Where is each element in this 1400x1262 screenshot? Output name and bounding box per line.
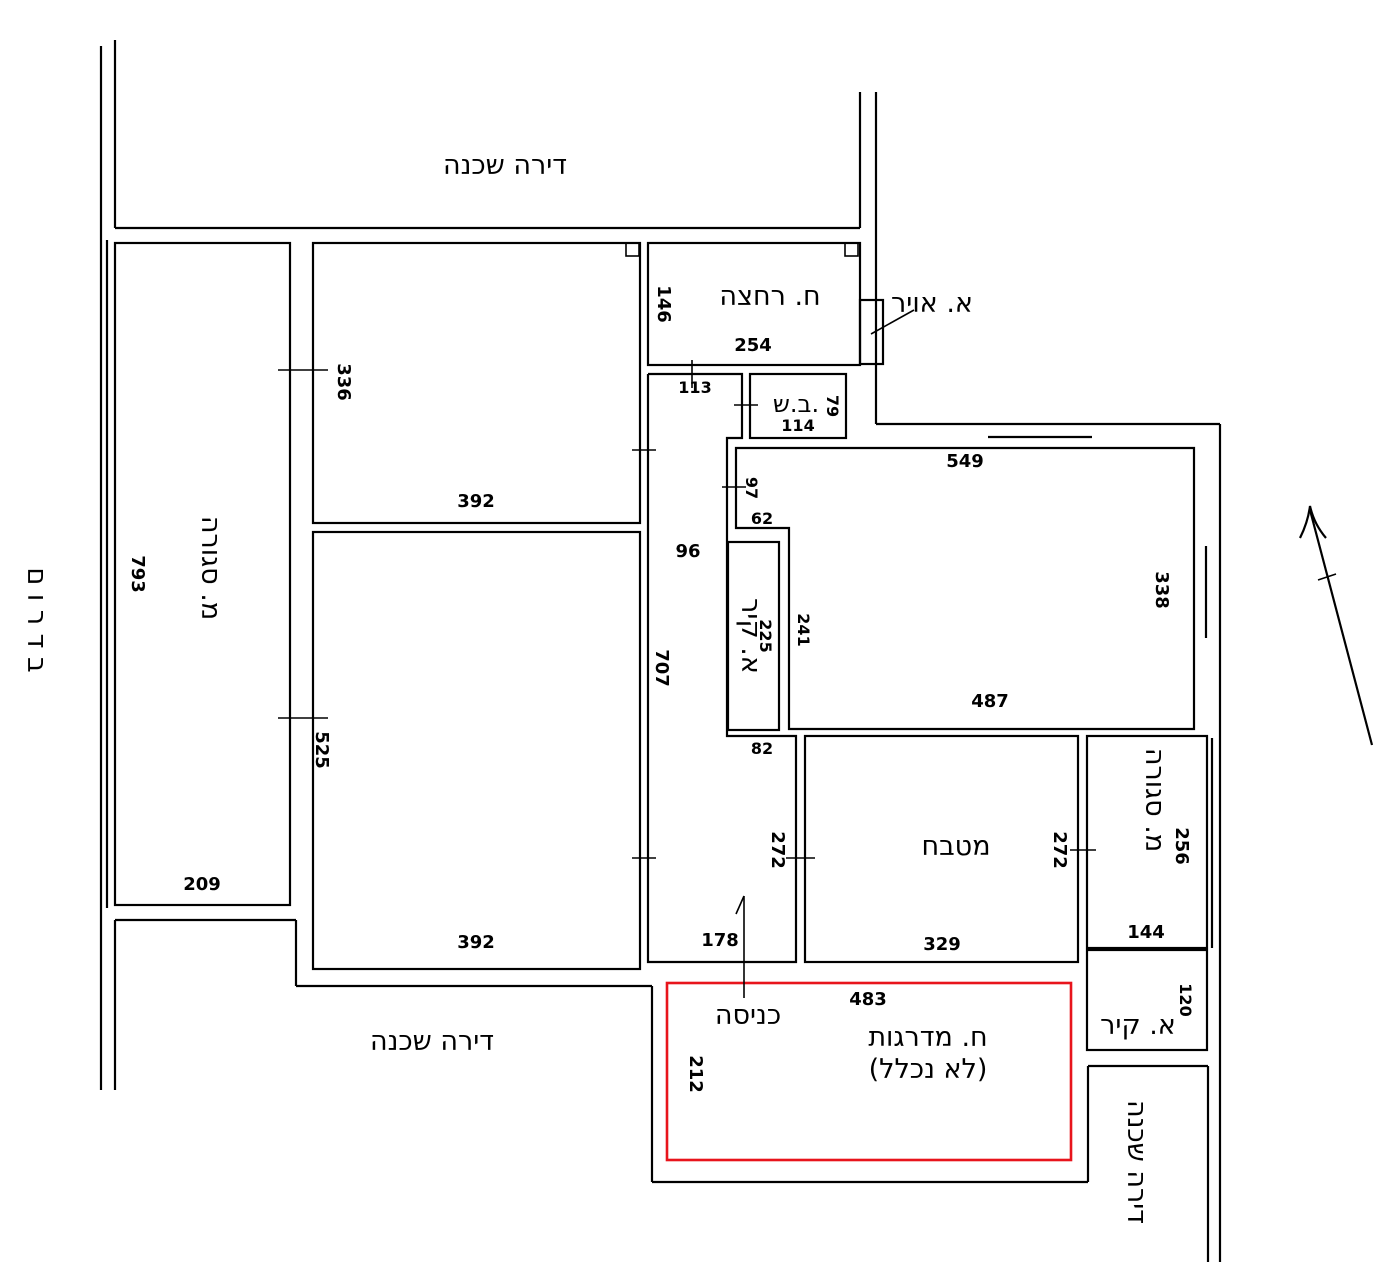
- dim-79: 79: [823, 395, 842, 417]
- dim-272-right: 272: [1049, 831, 1070, 869]
- neighbor-bottom-label: דירה שכנה: [370, 1026, 494, 1057]
- dim-329: 329: [923, 934, 961, 955]
- hallway: [646, 372, 798, 964]
- stairwell-label: ח. מדרגות: [868, 1022, 987, 1053]
- living-room: [311, 530, 642, 971]
- dim-225: 225: [756, 619, 775, 652]
- wall-space-mid-label: א. קיר: [735, 598, 766, 674]
- wc-room: [748, 372, 848, 440]
- bathroom-label: ח. רחצה: [719, 281, 820, 312]
- dim-96: 96: [675, 541, 700, 562]
- air-space-label: א. אויר: [891, 288, 973, 319]
- dim-392-bottom: 392: [457, 932, 495, 953]
- right-balcony-room: [1085, 734, 1209, 950]
- dim-146: 146: [653, 285, 674, 323]
- dim-113: 113: [678, 378, 711, 397]
- dim-82: 82: [751, 739, 773, 758]
- north-arrow-icon: [1299, 505, 1374, 746]
- door-ticks: [278, 309, 1096, 998]
- side-label: ב ד ר ו ם: [21, 567, 52, 672]
- dim-241: 241: [794, 613, 813, 646]
- dim-487: 487: [971, 691, 1009, 712]
- dim-272-left: 272: [767, 831, 788, 869]
- dim-256: 256: [1171, 827, 1192, 865]
- entrance-label: כניסה: [715, 1000, 781, 1031]
- dim-525: 525: [311, 731, 332, 769]
- wall-space-bottom-room: [1085, 948, 1209, 1052]
- dim-392-top: 392: [457, 491, 495, 512]
- air-shaft: [858, 298, 885, 366]
- left-balcony-room: [113, 241, 292, 907]
- left-balcony-label: מ. סגורה: [195, 516, 226, 620]
- dim-62: 62: [751, 509, 773, 528]
- wall-space-bottom-label: א. קיר: [1100, 1010, 1176, 1041]
- kitchen-room: [803, 734, 1080, 964]
- neighbor-top-label: דירה שכנה: [443, 150, 567, 181]
- dim-549: 549: [946, 451, 984, 472]
- neighbor-right-label: דירה שכנה: [1121, 1100, 1152, 1224]
- rooms: [113, 241, 1209, 1162]
- dim-178: 178: [701, 930, 739, 951]
- dim-483: 483: [849, 989, 887, 1010]
- dim-793: 793: [127, 555, 148, 593]
- bedroom-right: [734, 446, 1196, 731]
- bedroom-top: [311, 241, 642, 525]
- stairwell-note: (לא נכלל): [869, 1054, 988, 1085]
- dim-144: 144: [1127, 922, 1165, 943]
- right-balcony-label: מ. סגורה: [1139, 748, 1170, 852]
- dim-120: 120: [1176, 983, 1195, 1016]
- dim-212: 212: [685, 1055, 706, 1093]
- dim-97: 97: [742, 477, 761, 499]
- kitchen-label: מטבח: [921, 831, 990, 862]
- dim-338: 338: [1151, 571, 1172, 609]
- dim-254: 254: [734, 335, 772, 356]
- side-text: ב ד ר ו ם: [21, 567, 52, 672]
- wall-space-room: [726, 540, 781, 732]
- wc-label: ב.ש.: [773, 390, 819, 418]
- dimensions: 793 209 336 392 525 392 146 254 113 79 1…: [127, 285, 1195, 1093]
- dim-114: 114: [781, 416, 814, 435]
- dim-209: 209: [183, 874, 221, 895]
- dim-707: 707: [651, 649, 672, 687]
- outer-walls: [99, 40, 1222, 1262]
- dim-336: 336: [333, 363, 354, 401]
- stairwell-outline: [665, 981, 1073, 1162]
